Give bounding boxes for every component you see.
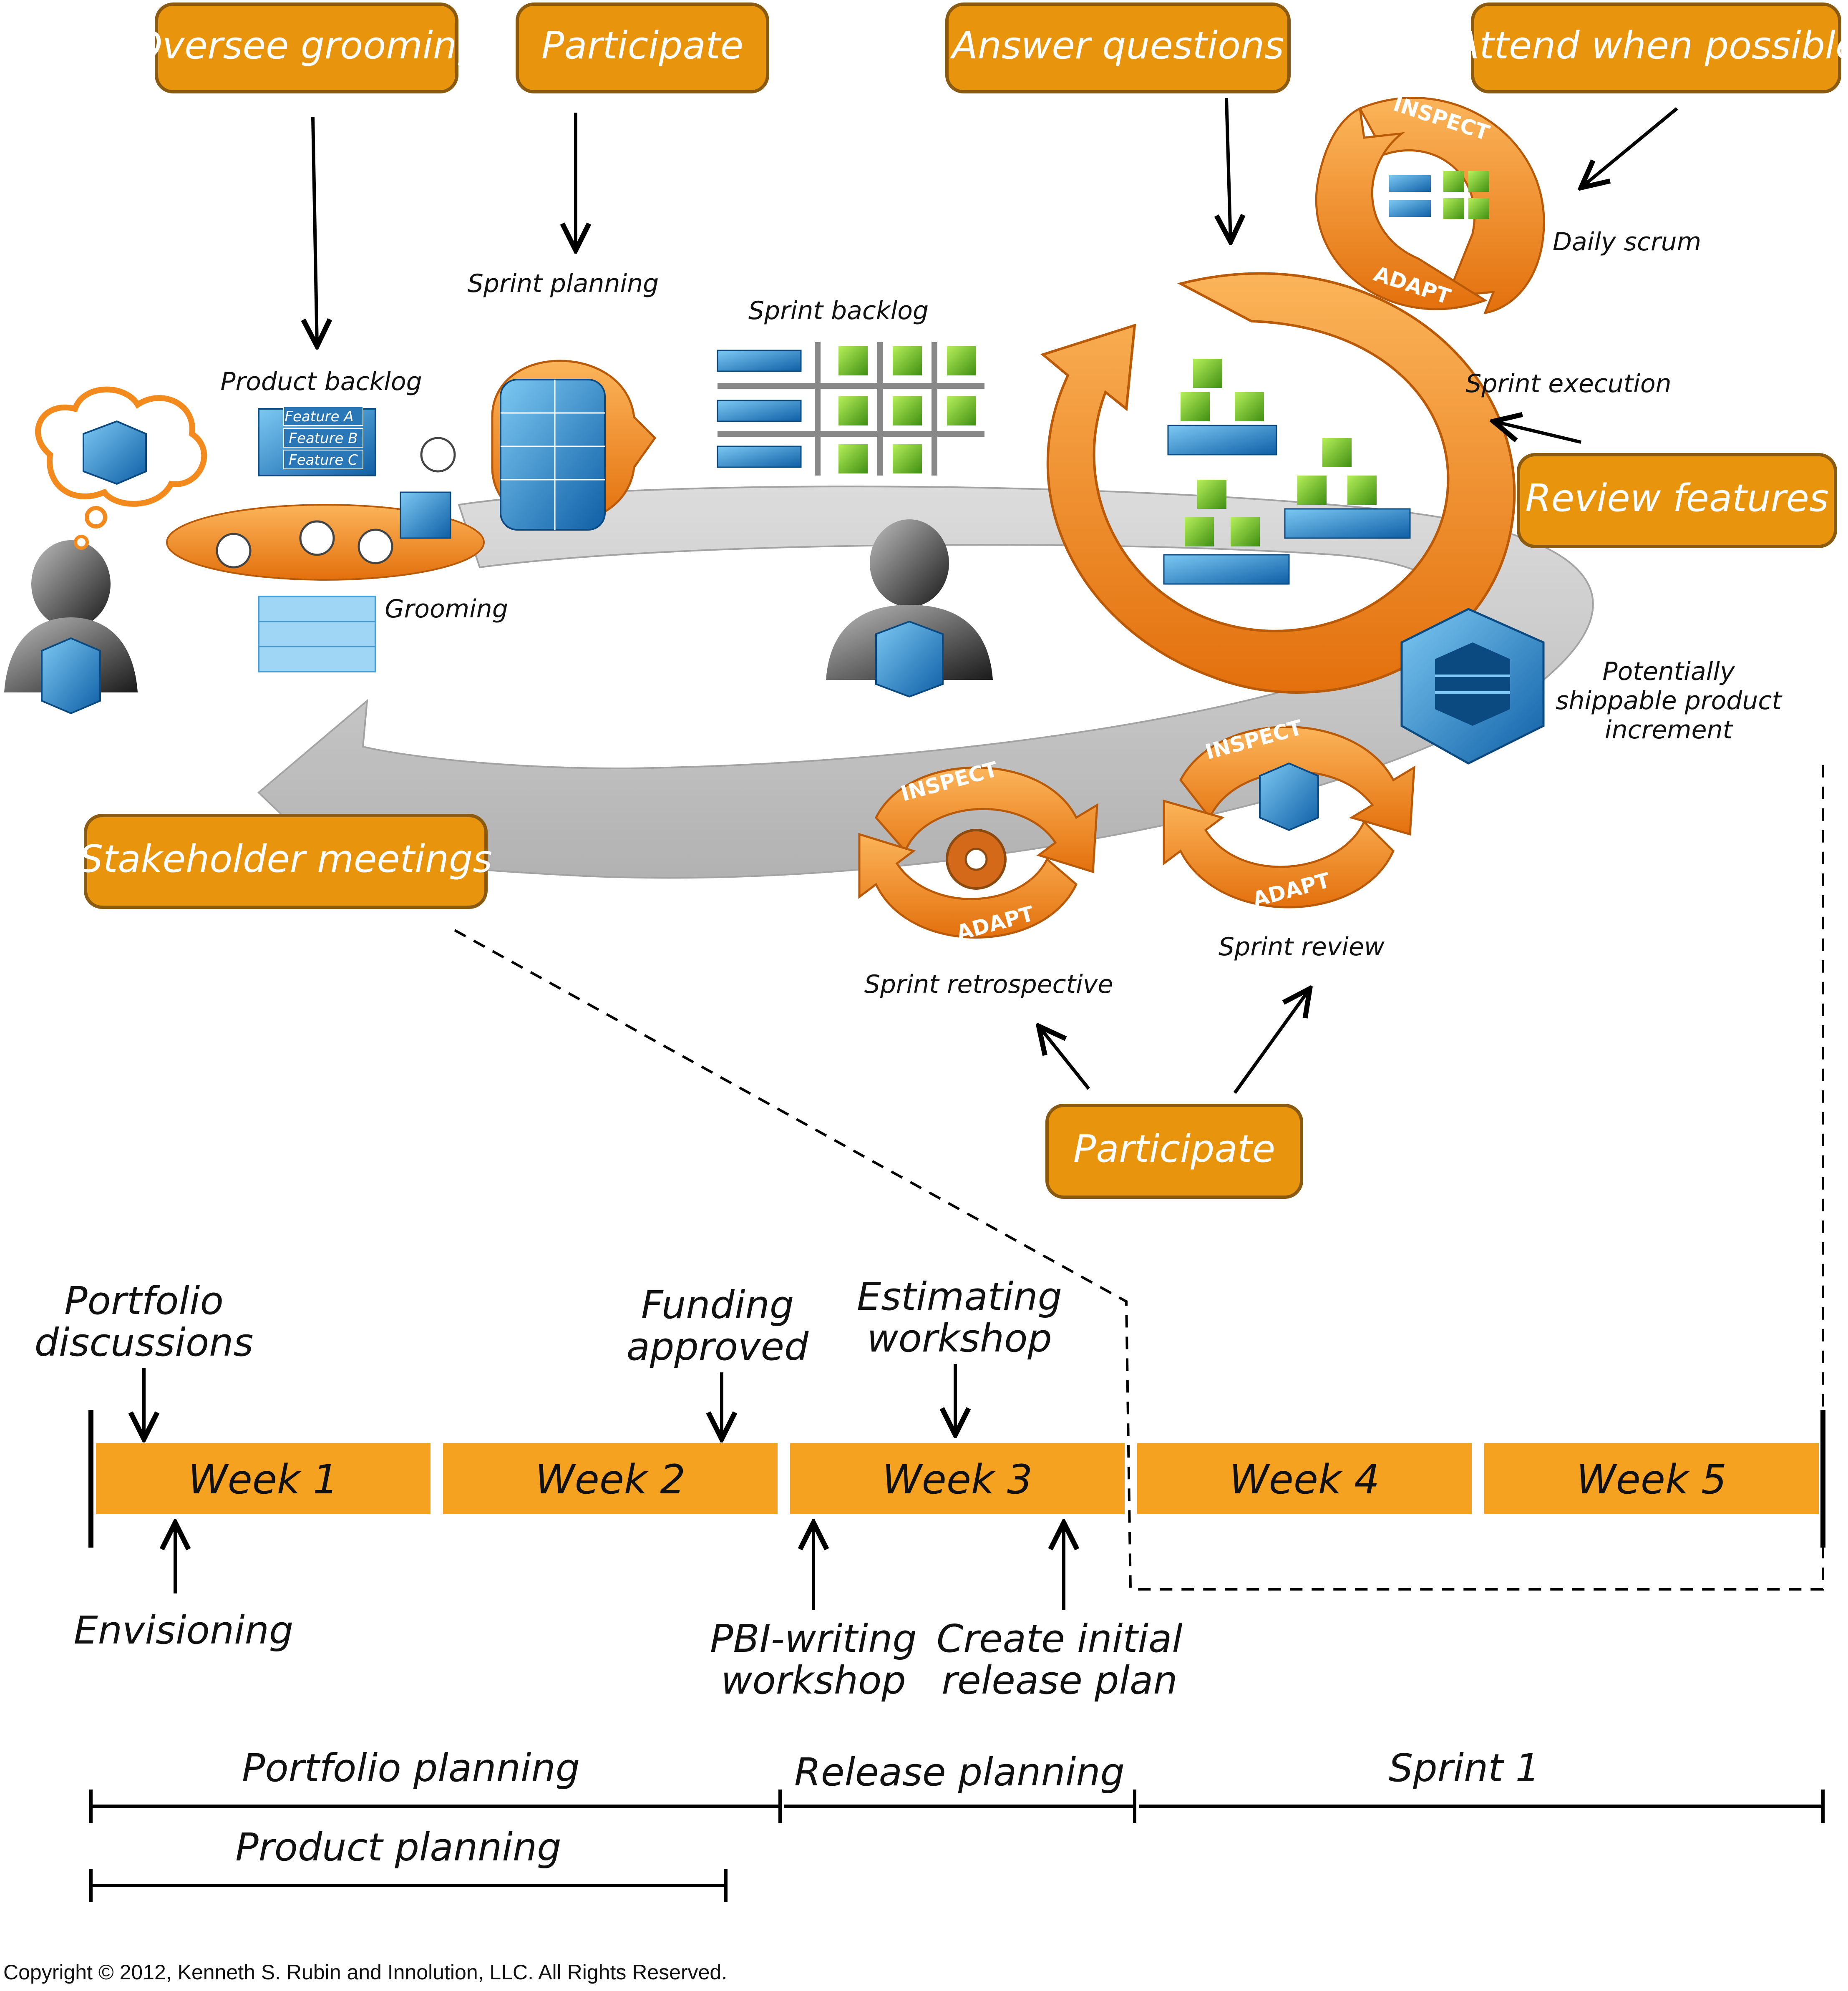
sprint-execution-label: Sprint execution bbox=[1465, 369, 1671, 398]
daily-scrum-label: Daily scrum bbox=[1553, 227, 1701, 257]
week-bar bbox=[96, 1443, 431, 1514]
sprint-zoom-outline bbox=[454, 759, 1824, 1591]
release-plan-label-2: release plan bbox=[942, 1658, 1177, 1703]
sprint-execution-cycle-icon bbox=[1040, 272, 1516, 694]
pbi-writing-label-2: workshop bbox=[721, 1658, 906, 1703]
potentially-label-2: shippable product bbox=[1556, 686, 1783, 715]
arrow-participate-retrospective bbox=[1039, 1026, 1090, 1090]
arrow-review-features bbox=[1493, 421, 1581, 444]
funding-approved-label-1: Funding bbox=[641, 1283, 794, 1327]
week-bar bbox=[790, 1443, 1125, 1514]
sprint-planning-label: Sprint planning bbox=[468, 269, 659, 298]
callout-participate-bottom-text: Participate bbox=[1073, 1127, 1275, 1171]
week-bar bbox=[443, 1443, 778, 1514]
sprint-planning-icon bbox=[491, 360, 657, 531]
sprint-retrospective-label: Sprint retrospective bbox=[864, 970, 1113, 999]
sprint-review-cycle-icon bbox=[1163, 726, 1415, 909]
portfolio-discussions-label-2: discussions bbox=[35, 1320, 254, 1365]
copyright-notice: Copyright © 2012, Kenneth S. Rubin and I… bbox=[3, 1961, 727, 1984]
product-owner-person-icon bbox=[4, 540, 138, 715]
arrow-participate-review bbox=[1233, 989, 1310, 1094]
callout-arrows bbox=[313, 98, 1678, 1094]
sprint-review-label: Sprint review bbox=[1219, 932, 1385, 962]
callout-participate-bottom: Participate bbox=[1045, 1104, 1303, 1199]
shippable-increment-cube-icon bbox=[1400, 608, 1545, 765]
callout-participate-top-text: Participate bbox=[541, 24, 743, 68]
callout-stakeholder-meetings-text: Stakeholder meetings bbox=[79, 837, 492, 881]
thought-bubble-icon bbox=[35, 386, 207, 550]
callout-attend-when-possible: Attend when possible bbox=[1452, 3, 1848, 93]
sprint-retrospective-cycle-icon bbox=[858, 766, 1098, 939]
week-label: Week 5 bbox=[1576, 1456, 1727, 1503]
sprint-backlog-label: Sprint backlog bbox=[748, 296, 929, 325]
callout-answer-questions: Answer questions bbox=[945, 3, 1291, 93]
grooming-label: Grooming bbox=[385, 594, 508, 624]
callout-participate-top: Participate bbox=[516, 3, 769, 93]
week-bars: Week 1 Week 2 Week 3 Week 4 Week 5 bbox=[96, 1443, 1819, 1514]
arrow-oversee-grooming bbox=[313, 116, 317, 346]
callout-answer-questions-text: Answer questions bbox=[950, 24, 1284, 68]
callout-attend-when-possible-text: Attend when possible bbox=[1452, 24, 1848, 68]
estimating-workshop-label-1: Estimating bbox=[857, 1274, 1062, 1319]
week-label: Week 1 bbox=[188, 1456, 338, 1503]
week-label: Week 3 bbox=[882, 1456, 1032, 1503]
callout-oversee-grooming: Oversee grooming bbox=[133, 3, 481, 93]
week-label: Week 4 bbox=[1229, 1456, 1380, 1503]
estimating-workshop-label-2: workshop bbox=[867, 1316, 1052, 1361]
envisioning-label: Envisioning bbox=[74, 1608, 294, 1653]
daily-scrum-cycle-icon bbox=[1315, 97, 1545, 315]
callout-stakeholder-meetings: Stakeholder meetings bbox=[79, 814, 492, 909]
release-plan-label-1: Create initial bbox=[937, 1616, 1183, 1661]
release-planning-label: Release planning bbox=[794, 1750, 1125, 1795]
potentially-label-1: Potentially bbox=[1602, 657, 1735, 686]
scrum-master-person-icon bbox=[826, 519, 993, 698]
product-planning-label: Product planning bbox=[235, 1825, 561, 1870]
zoom-dashed-lines bbox=[454, 759, 1824, 1591]
week-bar bbox=[1137, 1443, 1472, 1514]
week-bar bbox=[1484, 1443, 1819, 1514]
timeline: Week 1 Week 2 Week 3 Week 4 Week 5 Portfolio… bbox=[35, 1274, 1825, 1902]
callout-review-features: Review features bbox=[1517, 453, 1837, 548]
phase-brackets bbox=[89, 1790, 1825, 1902]
arrow-answer-questions bbox=[1226, 98, 1231, 242]
product-backlog-label: Product backlog bbox=[220, 367, 422, 396]
funding-approved-label-2: approved bbox=[627, 1324, 809, 1369]
feature-a-label: Feature A bbox=[285, 408, 353, 425]
feature-b-label: Feature B bbox=[289, 430, 358, 447]
product-backlog-stack-icon bbox=[166, 406, 485, 672]
callout-oversee-grooming-text: Oversee grooming bbox=[133, 24, 481, 68]
week-label: Week 2 bbox=[535, 1456, 685, 1503]
sprint-1-label: Sprint 1 bbox=[1389, 1746, 1540, 1790]
feature-c-label: Feature C bbox=[289, 452, 358, 468]
portfolio-planning-label: Portfolio planning bbox=[242, 1746, 580, 1790]
pbi-writing-label-1: PBI-writing bbox=[710, 1616, 917, 1661]
sprint-backlog-grid-icon bbox=[717, 342, 984, 476]
callout-review-features-text: Review features bbox=[1525, 476, 1829, 520]
arrow-attend-when-possible bbox=[1581, 107, 1678, 188]
potentially-label-3: increment bbox=[1605, 715, 1734, 745]
portfolio-discussions-label-1: Portfolio bbox=[64, 1279, 224, 1323]
